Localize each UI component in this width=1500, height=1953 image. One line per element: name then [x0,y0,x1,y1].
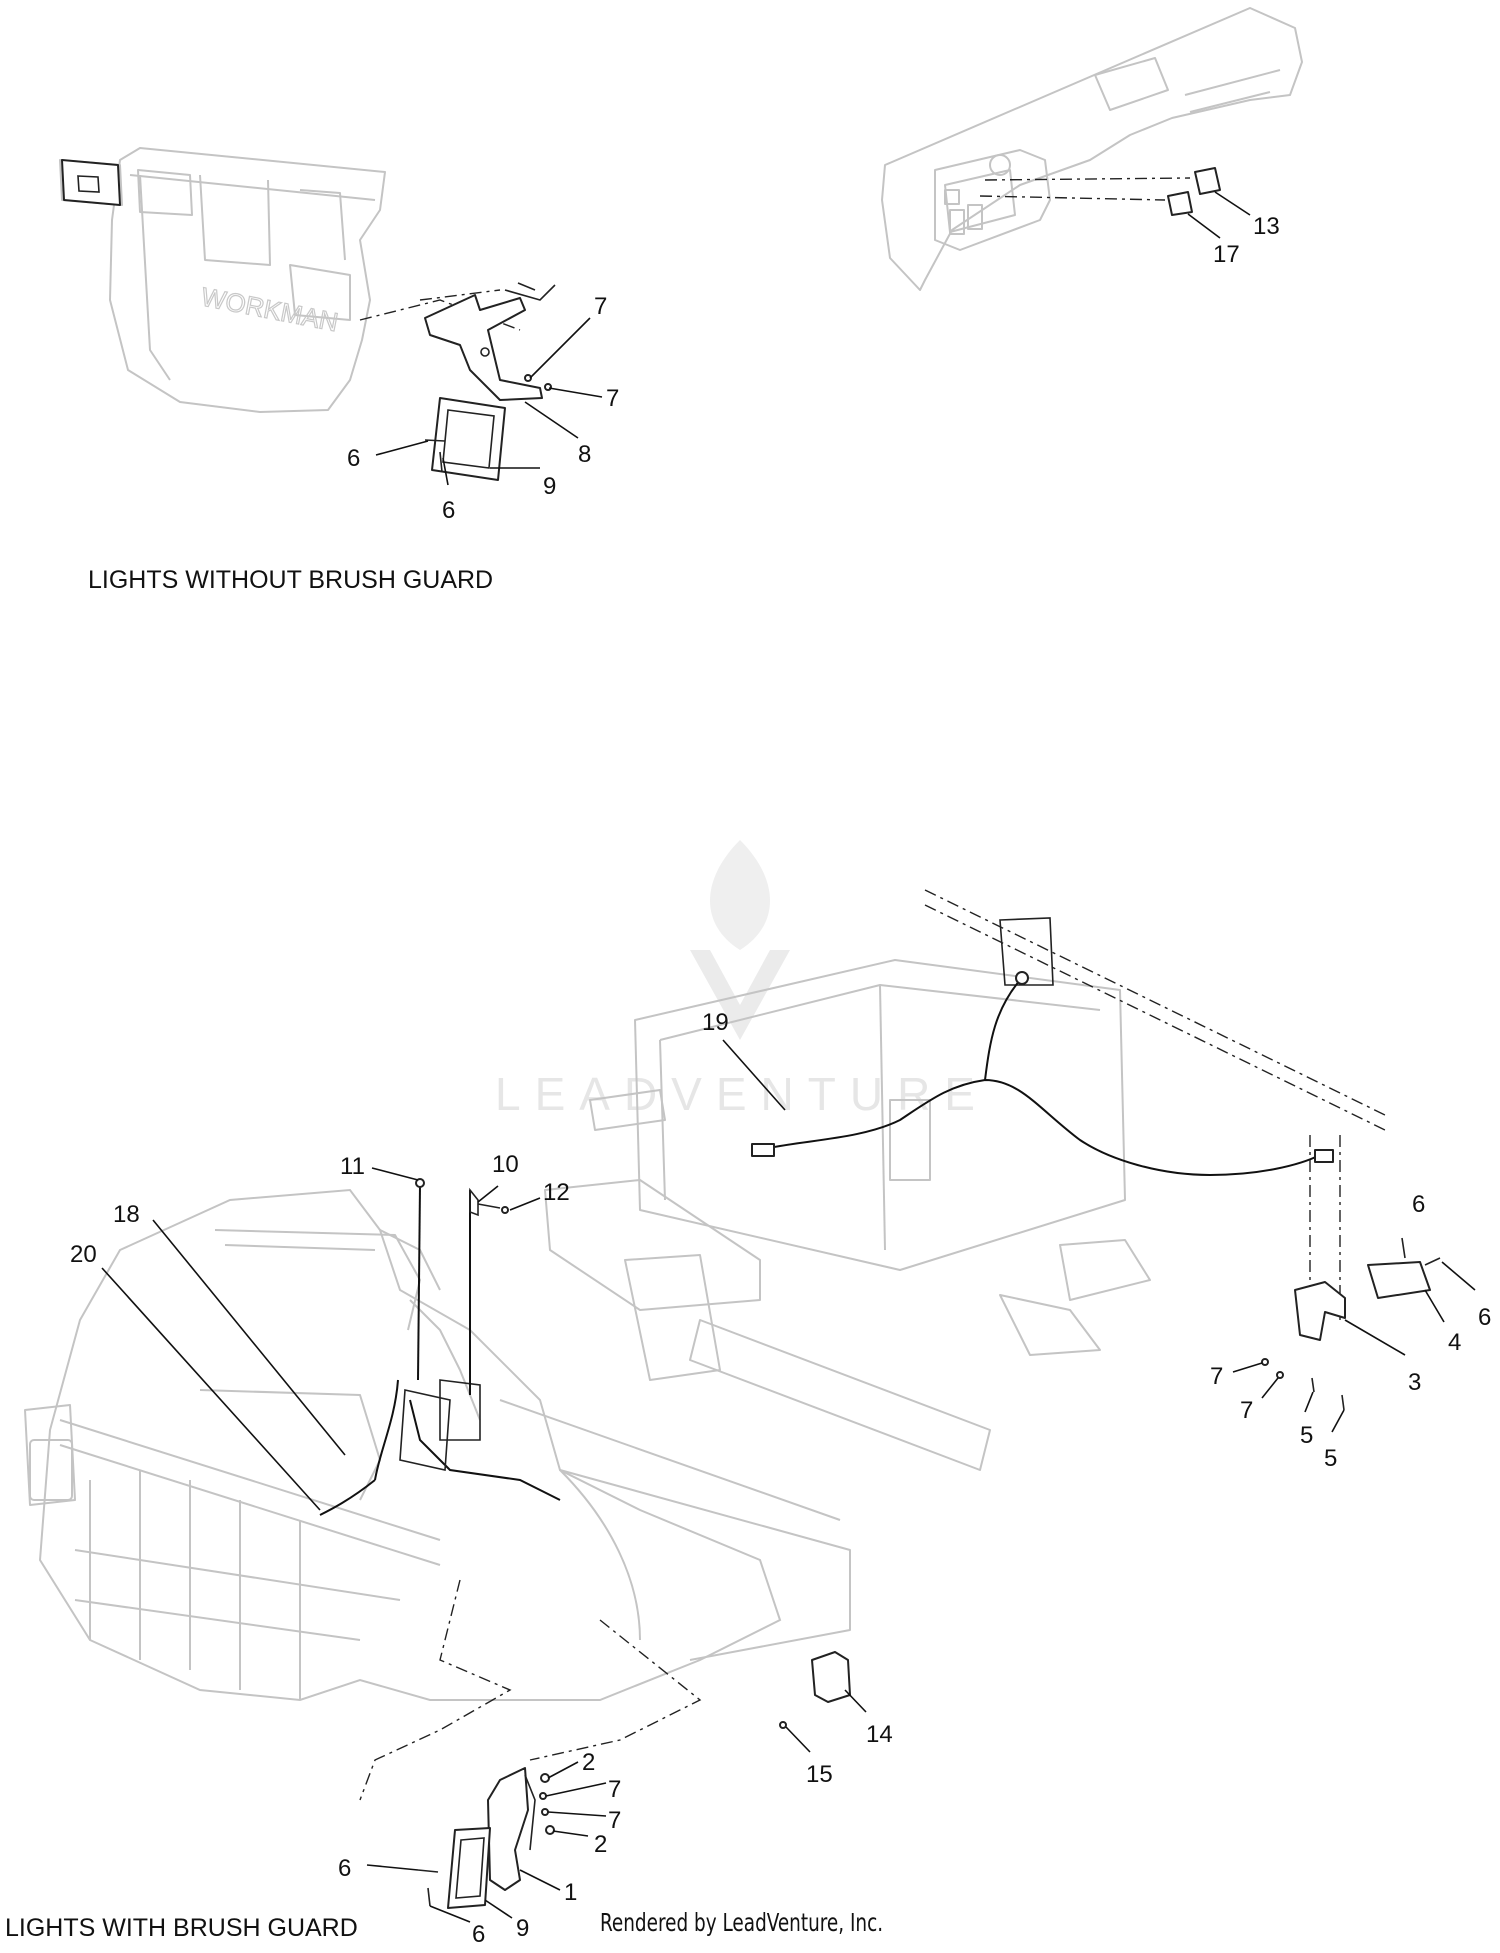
callout-label: 7 [606,385,619,412]
callout-label: 20 [70,1241,97,1268]
callouts-front: 11 10 12 18 20 [70,1151,570,1511]
callout-label: 9 [543,473,556,500]
chassis-frame-ghost [544,959,1151,1471]
callout-label: 2 [594,1831,607,1858]
front-light-left-ghost [61,159,121,206]
callout-label: 18 [113,1201,140,1228]
leadventure-watermark: LEADVENTURE [495,840,989,1120]
fasteners-front [417,1773,555,1907]
callout-label: 7 [608,1807,621,1834]
callout-label: 2 [582,1749,595,1776]
rear-cross-member [924,889,1386,1131]
light-assembly-9 [431,397,506,481]
callout-label: 4 [1448,1329,1461,1356]
callouts-top-right: 13 17 [1187,191,1280,268]
light-assembly-9-lower [447,1827,491,1909]
brush-guard-ghost [24,1404,441,1700]
callout-label: 6 [472,1921,485,1948]
callout-label: 9 [516,1915,529,1942]
callouts-top-left: 7 7 8 9 6 6 [347,293,619,524]
front-bracket-1 [487,1767,536,1891]
watermark-text: LEADVENTURE [495,1068,989,1120]
callout-label: 8 [578,441,591,468]
callout-label: 15 [806,1761,833,1788]
rear-wiring-harness-19 [751,971,1334,1177]
callout-label: 1 [564,1879,577,1906]
callout-label: 5 [1324,1445,1337,1472]
callout-label: 6 [1478,1304,1491,1331]
part-14-15: 14 15 [779,1651,893,1788]
callout-label: 17 [1213,241,1240,268]
callout-label: 13 [1253,213,1280,240]
render-credit: Rendered by LeadVenture, Inc. [600,1908,884,1937]
callout-label: 7 [1240,1397,1253,1424]
callout-label: 3 [1408,1369,1421,1396]
callout-label: 6 [338,1855,351,1882]
front-body-ghost [38,1188,851,1702]
install-path [419,289,501,301]
section-title-without-brush-guard: LIGHTS WITHOUT BRUSH GUARD [88,566,494,594]
rear-light-4 [1367,1261,1431,1299]
fasteners-top [424,282,552,473]
dash-panel-ghost [881,7,1303,291]
callouts-front-lower: 2 7 7 2 1 9 6 6 [338,1749,621,1948]
dash-switches [979,167,1221,216]
install-path [359,299,521,331]
front-harness-18-20 [319,1184,561,1516]
callout-label: 7 [1210,1363,1223,1390]
callout-label: 12 [543,1179,570,1206]
callout-label: 6 [347,445,360,472]
callout-label: 10 [492,1151,519,1178]
install-path [359,1579,512,1801]
callout-label: 6 [442,497,455,524]
light-bracket-8 [424,284,556,401]
section-title-with-brush-guard: LIGHTS WITH BRUSH GUARD [5,1914,358,1942]
callout-label: 19 [702,1009,729,1036]
callout-label: 5 [1300,1422,1313,1449]
switch-mount-10-11-12 [415,1178,509,1217]
rear-bracket-3 [1294,1281,1346,1341]
callout-label: 14 [866,1721,893,1748]
callout-label: 6 [1412,1191,1425,1218]
callouts-rear: 6 6 4 3 7 7 5 5 19 [702,1009,1491,1472]
hood-embossed-text: WORKMAN [199,281,341,337]
callout-label: 7 [594,293,607,320]
callout-label: 11 [340,1153,365,1180]
callout-label: 7 [608,1776,621,1803]
fasteners-rear [1261,1237,1441,1411]
